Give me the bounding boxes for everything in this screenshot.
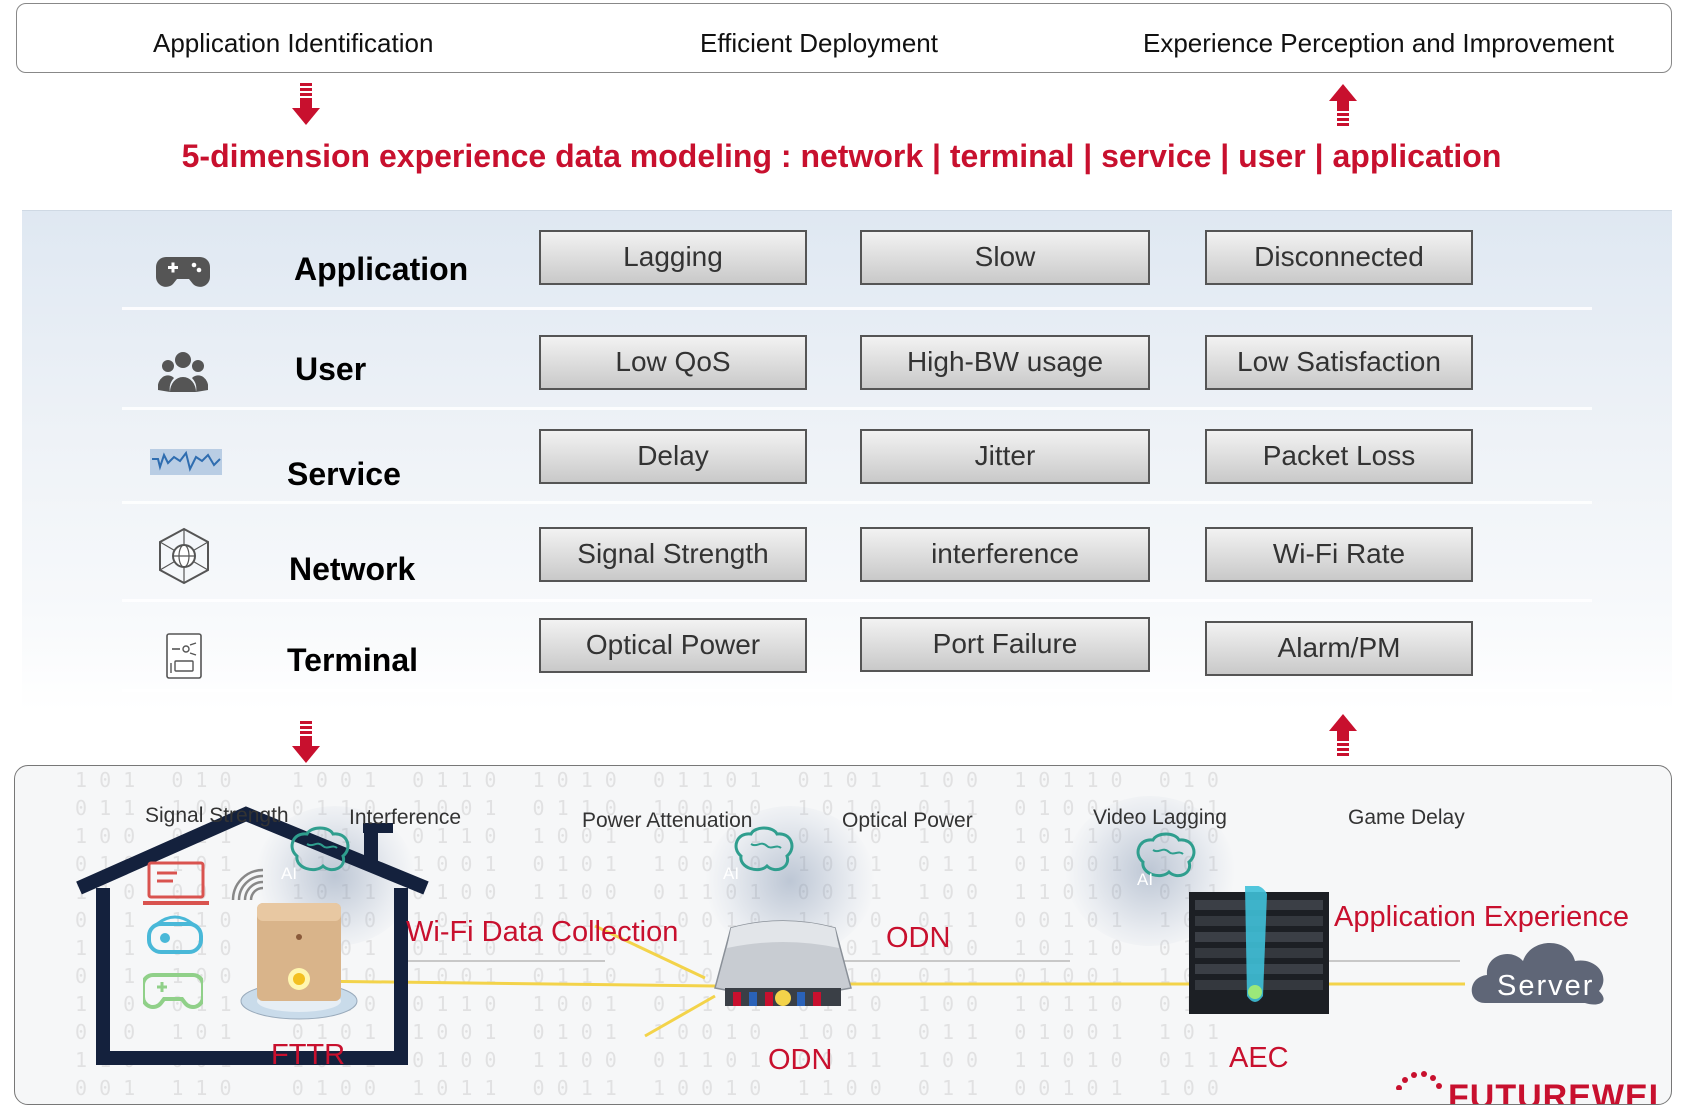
metric-slow: Slow [860, 230, 1150, 285]
laptop-icon [143, 861, 209, 905]
home-icon [76, 806, 429, 1065]
kpi-signal-strength: Signal Strength [145, 804, 289, 827]
node-odn-label: ODN [768, 1044, 833, 1076]
metric-delay: Delay [539, 429, 807, 484]
node-aec-label: AEC [1229, 1042, 1289, 1074]
metric-optical-power: Optical Power [539, 618, 807, 673]
metric-jitter: Jitter [860, 429, 1150, 484]
up-arrow-icon [1329, 714, 1357, 756]
dimension-label-service: Service [287, 456, 401, 492]
kpi-game-delay: Game Delay [1348, 806, 1465, 829]
ai-label: AI [1137, 870, 1154, 889]
vr-headset-icon [147, 915, 203, 954]
server-cloud-icon [1471, 943, 1604, 1005]
metric-port-failure: Port Failure [860, 617, 1150, 672]
metric-packet-loss: Packet Loss [1205, 429, 1473, 484]
kpi-optical-power: Optical Power [842, 809, 973, 832]
ai-label: AI [281, 864, 298, 883]
gamepad-icon [156, 257, 210, 287]
metric-low-satisfaction: Low Satisfaction [1205, 335, 1473, 390]
aec-equipment-icon [1189, 886, 1329, 1014]
kpi-power-attenuation: Power Attenuation [582, 809, 753, 832]
network-scene: 1 0 1 0 1 0 1 0 0 1 0 1 1 0 1 0 1 0 0 1 … [14, 765, 1672, 1105]
node-fttr-label: FTTR [271, 1039, 346, 1071]
down-arrow-icon [292, 83, 320, 125]
odn-splitter-icon [714, 920, 852, 1006]
wifi-data-collection-label: Wi-Fi Data Collection [406, 916, 679, 948]
ai-brain-icon [1136, 832, 1196, 878]
fttr-router-icon [240, 903, 358, 1020]
metric-lagging: Lagging [539, 230, 807, 285]
server-label: Server [1497, 970, 1595, 1002]
capability-bar: Application Identification Efficient Dep… [16, 3, 1672, 73]
down-arrow-icon [292, 721, 320, 763]
application-experience-label: Application Experience [1334, 901, 1630, 933]
metric-high-bw-usage: High-BW usage [860, 335, 1150, 390]
wifi-signal-icon [231, 868, 264, 901]
odn-link-label: ODN [886, 922, 951, 954]
game-controller-icon [143, 973, 203, 1009]
ai-brain-icon [734, 826, 794, 872]
ai-brain-icon [290, 826, 350, 872]
dimension-label-user: User [295, 351, 367, 387]
company-logo-mark [1396, 1071, 1442, 1090]
dimension-panel: Application Lagging Slow Disconnected Us… [22, 210, 1672, 711]
capability-app-identification: Application Identification [153, 28, 434, 58]
capability-efficient-deployment: Efficient Deployment [700, 28, 938, 58]
terminal-device-icon [166, 633, 202, 679]
metric-low-qos: Low QoS [539, 335, 807, 390]
dimension-label-application: Application [294, 251, 469, 287]
waveform-icon [150, 449, 222, 475]
metric-signal-strength: Signal Strength [539, 527, 807, 582]
network-globe-icon [159, 527, 209, 585]
dimension-label-terminal: Terminal [287, 642, 418, 678]
kpi-interference: Interference [349, 806, 462, 829]
up-arrow-icon [1329, 84, 1357, 126]
metric-wifi-rate: Wi-Fi Rate [1205, 527, 1473, 582]
metric-disconnected: Disconnected [1205, 230, 1473, 285]
ai-label: AI [723, 864, 740, 883]
data-modeling-headline: 5-dimension experience data modeling : n… [181, 138, 1502, 174]
kpi-video-lagging: Video Lagging [1093, 806, 1227, 829]
company-logo-text: FUTUREWEI [1448, 1078, 1660, 1105]
metric-alarm-pm: Alarm/PM [1205, 621, 1473, 676]
dimension-label-network: Network [289, 551, 416, 587]
metric-interference: interference [860, 527, 1150, 582]
users-icon [158, 352, 208, 392]
capability-experience-perception: Experience Perception and Improvement [1143, 28, 1615, 58]
